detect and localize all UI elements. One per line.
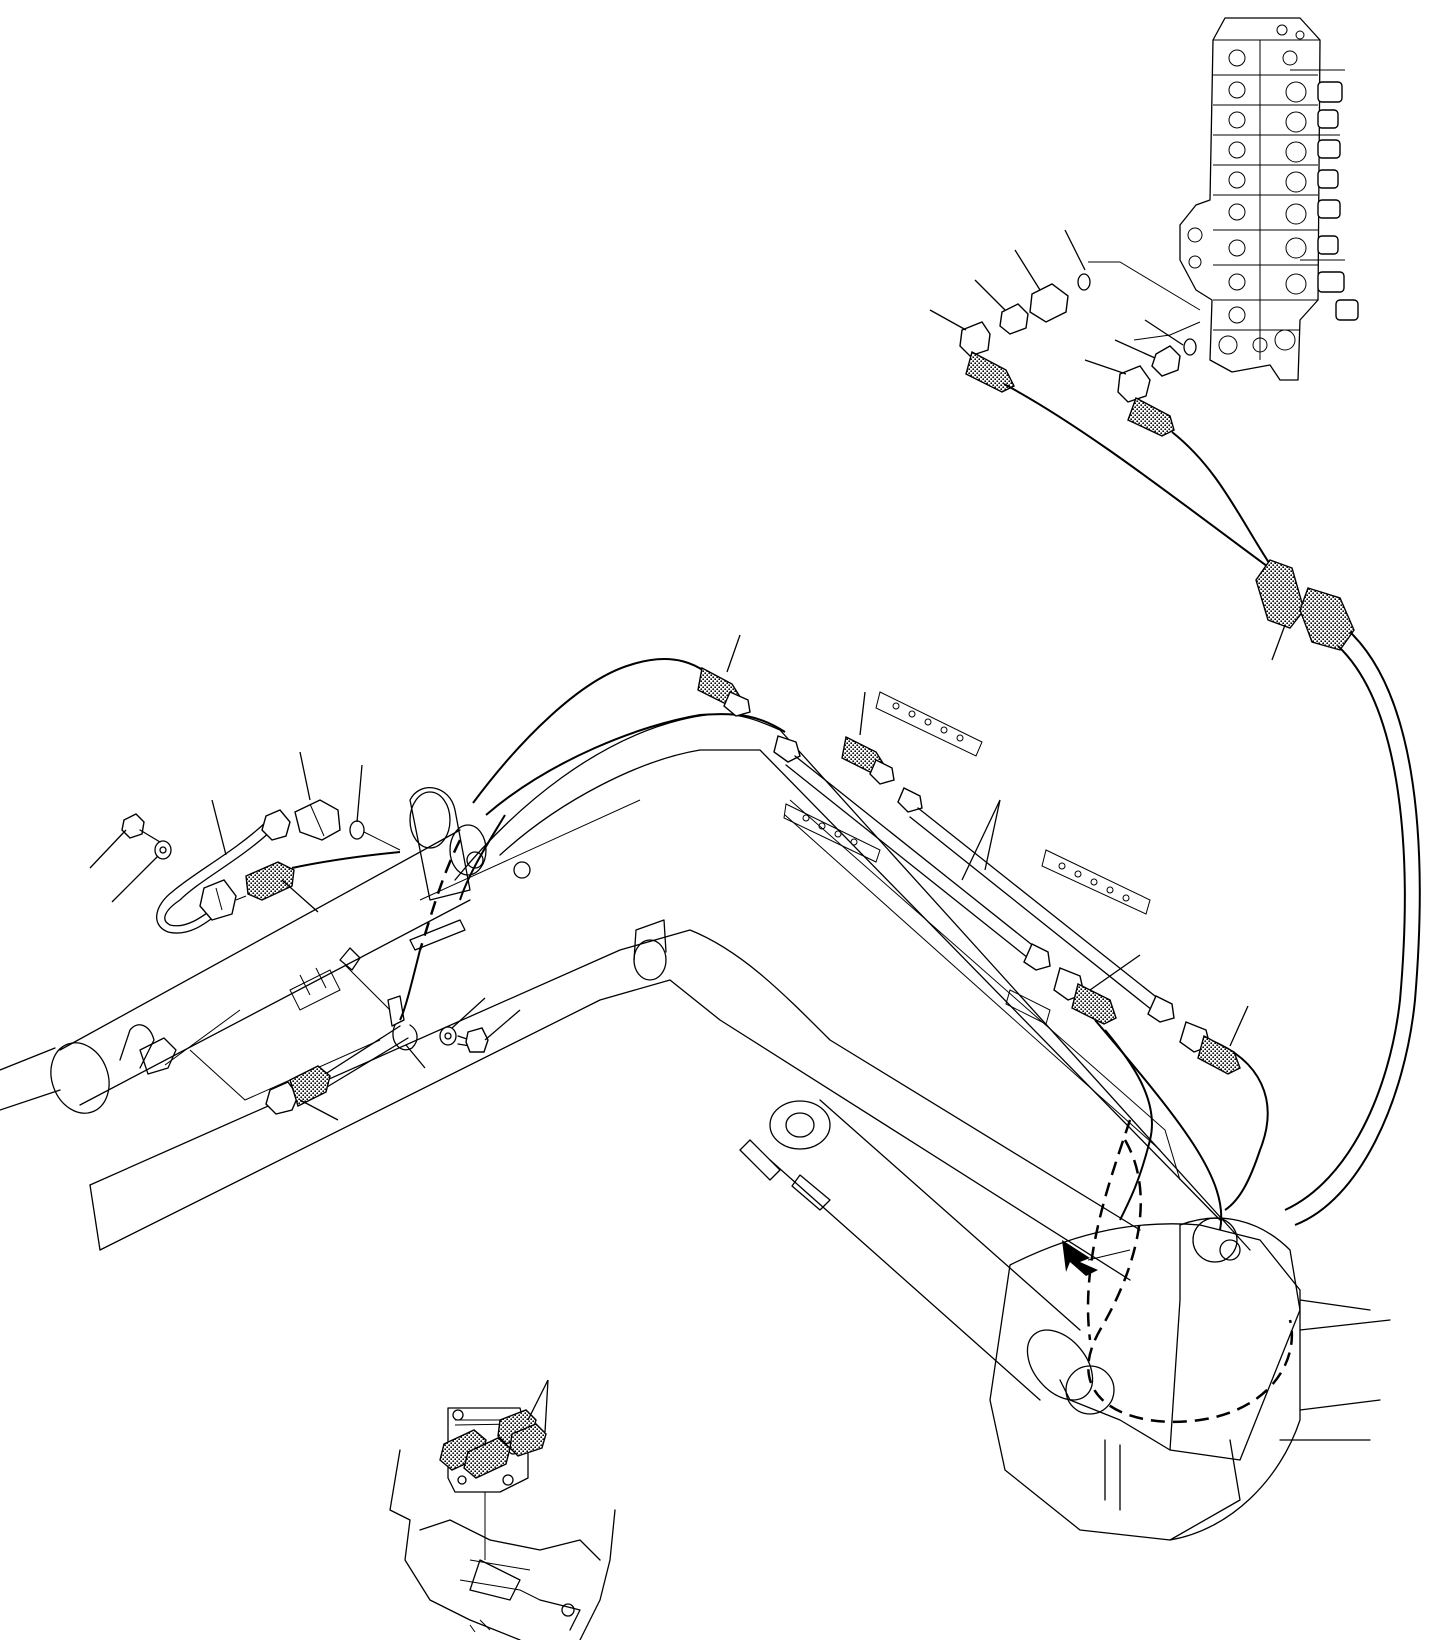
lower-left-hose-end xyxy=(265,1065,339,1121)
boom-cylinder xyxy=(739,1099,1094,1401)
bolt-head-icon xyxy=(465,1027,489,1053)
clamp-bolt-washer xyxy=(439,997,521,1053)
hose-end-icon xyxy=(245,861,295,901)
hose-end-icon xyxy=(965,350,1015,393)
nut-icon xyxy=(869,759,895,785)
inset-hose-block-detail xyxy=(389,1379,616,1640)
nut-icon xyxy=(773,735,801,763)
top-left-fitting-group xyxy=(959,261,1201,393)
direction-arrow-icon xyxy=(1062,1240,1098,1276)
washer-icon xyxy=(439,1026,457,1046)
nut-icon xyxy=(1147,995,1175,1023)
nut-icon xyxy=(999,303,1029,335)
left-bent-tube-assembly xyxy=(156,799,401,934)
callout-leaders-top xyxy=(929,229,1184,375)
arm-cylinder xyxy=(0,787,531,1114)
top-right-fitting-group xyxy=(1117,338,1197,437)
boom-steel-tubes xyxy=(785,755,1175,1023)
nut-icon xyxy=(265,1081,299,1115)
main-hose xyxy=(1284,631,1421,1226)
o-ring-icon xyxy=(349,820,365,840)
left-bolt-washer xyxy=(89,813,172,903)
washer-icon xyxy=(154,840,172,860)
valve-hoses xyxy=(1003,383,1276,573)
boom-hoses xyxy=(399,658,1294,1424)
swivel-joint-block xyxy=(1255,559,1355,661)
hose-end-icon xyxy=(289,1065,331,1107)
lower-hose-fittings xyxy=(1053,954,1249,1075)
boom xyxy=(89,691,1391,1541)
nut-icon xyxy=(261,809,291,841)
hose-end-icon xyxy=(1127,397,1175,437)
nut-icon xyxy=(1023,943,1051,971)
hose-end-icon xyxy=(1071,982,1117,1025)
adapter-icon xyxy=(1029,283,1069,323)
fitting-icon xyxy=(199,879,237,921)
left-elbow-and-oring xyxy=(294,751,401,851)
elbow-icon xyxy=(1117,365,1151,403)
nut-icon xyxy=(897,787,923,813)
o-ring-icon xyxy=(1183,338,1197,356)
o-ring-icon xyxy=(1077,273,1091,291)
control-valve xyxy=(1179,17,1359,381)
bolt-head-icon xyxy=(121,813,145,839)
clamp-assembly xyxy=(315,995,426,1091)
hose-end-icon xyxy=(1197,1034,1241,1075)
nut-icon xyxy=(723,691,751,717)
boom-hose-fittings xyxy=(697,634,923,813)
elbow-icon xyxy=(959,321,991,357)
nut-icon xyxy=(1151,345,1181,377)
